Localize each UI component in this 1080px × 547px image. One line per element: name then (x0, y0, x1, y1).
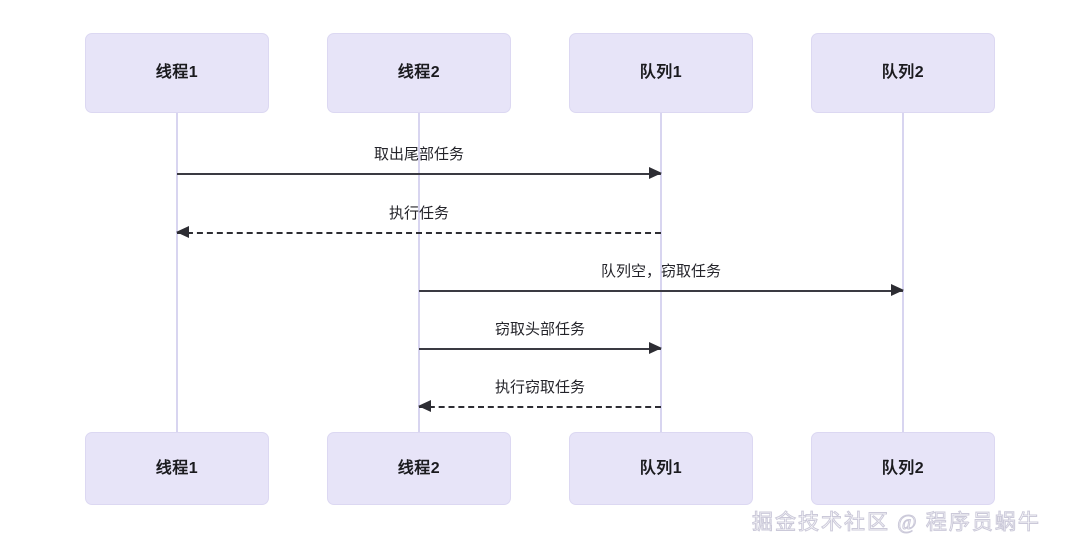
actor-label: 线程2 (397, 64, 441, 81)
actor-box-queue2-bottom[interactable]: 队列2 (811, 432, 995, 505)
arrow-head-right-icon (891, 284, 904, 296)
actor-box-queue1-top[interactable]: 队列1 (569, 33, 753, 113)
actor-label: 队列1 (639, 64, 683, 81)
actor-box-thread2-top[interactable]: 线程2 (327, 33, 511, 113)
arrow-line (419, 406, 661, 408)
actor-box-thread1-bottom[interactable]: 线程1 (85, 432, 269, 505)
actor-label: 线程2 (397, 459, 441, 477)
actor-box-queue1-bottom[interactable]: 队列1 (569, 432, 753, 505)
lifeline-queue2 (902, 113, 904, 432)
message-label-3: 队列空，窃取任务 (600, 263, 722, 280)
arrow-line (419, 348, 661, 350)
lifeline-queue1 (660, 113, 662, 432)
arrow-head-left-icon (176, 226, 189, 238)
arrow-head-right-icon (649, 167, 662, 179)
message-label-2: 执行任务 (388, 205, 450, 222)
actor-label: 线程1 (155, 459, 199, 477)
actor-label: 线程1 (155, 64, 199, 81)
actor-box-thread2-bottom[interactable]: 线程2 (327, 432, 511, 505)
arrow-line (177, 232, 661, 234)
message-label-4: 窃取头部任务 (494, 321, 586, 338)
actor-label: 队列1 (639, 459, 683, 477)
actor-box-thread1-top[interactable]: 线程1 (85, 33, 269, 113)
message-label-5: 执行窃取任务 (494, 379, 586, 396)
watermark-text: 掘金技术社区 @ 程序员蜗牛 (752, 510, 1041, 535)
actor-label: 队列2 (881, 459, 925, 477)
lifeline-thread1 (176, 113, 178, 432)
arrow-line (177, 173, 661, 175)
arrow-head-left-icon (418, 400, 431, 412)
arrow-head-right-icon (649, 342, 662, 354)
actor-box-queue2-top[interactable]: 队列2 (811, 33, 995, 113)
actor-label: 队列2 (881, 64, 925, 81)
arrow-line (419, 290, 903, 292)
lifeline-thread2 (418, 113, 420, 432)
message-label-1: 取出尾部任务 (373, 146, 465, 163)
